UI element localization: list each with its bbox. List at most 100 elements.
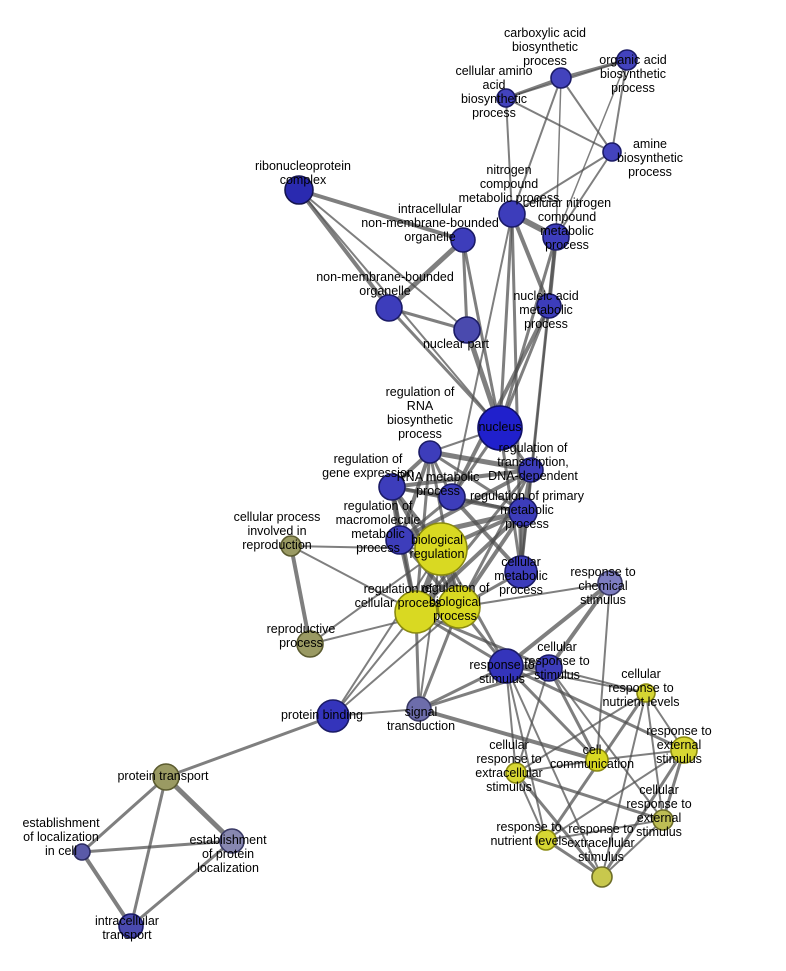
graph-node-cell_nitrogen[interactable] [542,223,570,251]
graph-node-rnp_complex[interactable] [284,175,314,205]
graph-node-cell_resp_stimulus[interactable] [535,654,563,682]
graph-edge-intra_nmb_organelle--nuclear_part [461,238,469,332]
graph-edge-rna_metabolic--cellular_metabolic [450,495,523,574]
graph-node-amine[interactable] [602,142,622,162]
graph-edge-cell_proc_repro--reg_cellular [290,545,417,613]
graph-node-reg_biological[interactable] [437,585,481,629]
graph-node-cell_amino[interactable] [496,88,516,108]
graph-edge-organic--cell_nitrogen [555,59,628,238]
graph-node-resp_extracellular[interactable] [591,866,613,888]
graph-node-cellular_metabolic[interactable] [504,555,538,589]
graph-node-nuclear_part[interactable] [453,316,481,344]
graph-node-reg_rna[interactable] [418,440,442,464]
graph-edge-estab_loc_cell--intracellular_transport [80,850,133,928]
graph-edge-cell_resp_nutrient--cell_resp_external [645,692,664,821]
graph-node-resp_chemical[interactable] [597,570,623,596]
graph-node-cell_resp_nutrient[interactable] [636,683,656,703]
graph-node-reg_cellular[interactable] [394,590,438,634]
graph-edge-resp_external--resp_nutrient [545,749,685,841]
graph-node-cell_communication[interactable] [585,748,609,772]
graph-edge-resp_stimulus--cell_communication [504,664,599,762]
graph-edge-resp_chemical--reg_biological [458,582,611,608]
graph-node-intra_nmb_organelle[interactable] [450,227,476,253]
graph-edge-protein_binding--biological_regulation [332,548,442,717]
graph-edge-reproductive--biological_regulation [309,548,442,645]
node-label-protein_binding: protein binding [281,708,363,722]
graph-edge-rnp_complex--nuclear_part [298,189,468,331]
graph-node-signal_transduction[interactable] [406,696,432,722]
graph-node-resp_stimulus[interactable] [488,648,524,684]
graph-edge-nitrogen--rna_metabolic [451,213,513,498]
graph-node-nucleic_acid[interactable] [536,293,562,319]
graph-node-nitrogen[interactable] [498,200,526,228]
graph-edge-carboxylic--nitrogen [511,77,562,215]
graph-node-carboxylic[interactable] [550,67,572,89]
graph-edge-resp_stimulus--cell_resp_nutrient [505,665,647,694]
graph-node-protein_transport[interactable] [152,763,180,791]
graph-node-intracellular_transport[interactable] [118,913,144,939]
graph-edge-cell_resp_extracell--cell_communication [515,759,598,774]
graph-node-cell_proc_repro[interactable] [280,535,302,557]
graph-edge-resp_external--cell_communication [596,749,685,761]
graph-edge-estab_protein_loc--intracellular_transport [129,839,234,928]
graph-node-resp_nutrient[interactable] [535,829,557,851]
graph-node-cell_resp_external[interactable] [652,809,674,831]
graph-node-protein_binding[interactable] [316,699,350,733]
node-label-nucleus: nucleus [478,420,521,434]
graph-node-cell_resp_extracell[interactable] [505,762,527,784]
graph-node-nmb_organelle[interactable] [375,294,403,322]
graph-node-organic[interactable] [616,49,638,71]
graph-edge-signal_transduction--biological_regulation [418,548,442,710]
graph-node-estab_loc_cell[interactable] [73,843,91,861]
graph-edge-cell_resp_stimulus--cell_resp_external [548,667,664,821]
graph-edge-cell_resp_stimulus--resp_chemical [547,581,612,670]
graph-edge-organic--amine [611,59,628,153]
node-layer [73,49,698,939]
graph-edge-resp_stimulus--resp_chemical [504,581,612,668]
graph-edge-nitrogen--nucleic_acid [510,212,551,308]
graph-node-reg_macromolecule[interactable] [385,525,415,555]
graph-node-nucleus[interactable] [477,405,523,451]
graph-node-estab_protein_loc[interactable] [219,828,245,854]
graph-node-reproductive[interactable] [296,630,324,658]
graph-edge-signal_transduction--cell_communication [417,707,599,762]
graph-node-rna_metabolic[interactable] [438,483,466,511]
graph-node-biological_regulation[interactable] [414,522,468,576]
graph-edge-protein_transport--intracellular_transport [129,775,168,928]
graph-edge-cell_resp_stimulus--cell_resp_nutrient [548,667,647,694]
graph-edge-cell_resp_extracell--cell_resp_external [514,771,665,822]
graph-node-reg_primary[interactable] [508,497,538,527]
graph-edge-resp_stimulus--resp_nutrient [505,665,547,841]
graph-edge-protein_binding--reg_cellular [332,611,417,717]
graph-edge-carboxylic--cell_nitrogen [555,77,562,238]
graph-node-reg_gene_expr[interactable] [378,473,406,501]
graph-edge-rnp_complex--nmb_organelle [297,188,391,310]
graph-node-reg_transcription[interactable] [518,457,544,483]
graph-edge-nucleic_acid--cellular_metabolic [520,305,550,573]
graph-edge-nmb_organelle--nucleus [387,306,502,430]
graph-edge-protein_binding--protein_transport [164,714,335,779]
graph-node-resp_external[interactable] [670,736,698,764]
graph-edge-cell_resp_stimulus--reg_cellular [414,610,551,670]
graph-edge-cell_resp_stimulus--cell_communication [547,666,599,762]
graph-edge-carboxylic--amine [560,77,613,153]
